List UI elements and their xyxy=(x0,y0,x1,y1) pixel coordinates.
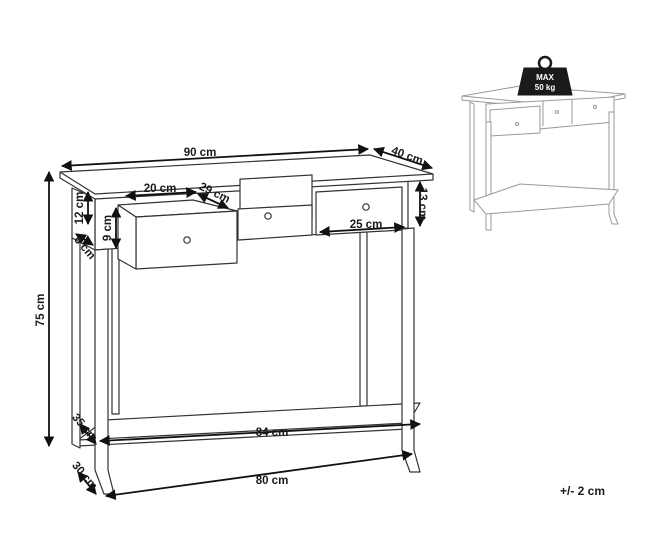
label-width: 90 cm xyxy=(184,147,217,159)
drawer-knob-right xyxy=(362,203,370,211)
badge-max: MAX xyxy=(536,73,554,82)
label-drawer-height: 9 cm xyxy=(102,215,114,241)
dimension-lines xyxy=(43,144,434,501)
thumb-side-leg xyxy=(469,101,475,213)
thumb-right-leg xyxy=(608,111,619,225)
tolerance-note: +/- 2 cm xyxy=(560,484,606,498)
thumb-shelf xyxy=(473,183,619,215)
label-side-drawer-height: 13 cm xyxy=(416,188,428,221)
dim-line-shelf-depth xyxy=(79,423,97,445)
label-drawer-width: 20 cm xyxy=(144,183,177,195)
front-left-leg xyxy=(94,248,115,495)
dim-line-depth xyxy=(372,146,434,171)
front-right-leg xyxy=(401,227,421,473)
weight-icon xyxy=(517,67,573,96)
thumb-open-drawer xyxy=(489,105,541,137)
main-table-drawing xyxy=(59,154,434,495)
label-inner-length: 84 cm xyxy=(256,427,289,439)
load-thumbnail xyxy=(461,85,626,231)
dim-line-drawer-depth xyxy=(197,193,229,209)
label-base-length: 80 cm xyxy=(256,475,289,487)
label-apron-height: 12 cm xyxy=(74,192,86,225)
dim-line-inner-length xyxy=(98,419,422,446)
drawer-knob-middle xyxy=(264,212,272,220)
dim-line-base-length xyxy=(104,449,414,501)
badge-weight: 50 kg xyxy=(535,83,556,92)
dim-line-side-drawer-width xyxy=(318,222,406,237)
open-drawer-side xyxy=(117,204,137,270)
max-load-badge: MAX 50 kg xyxy=(517,55,573,96)
dim-line-drawer-width xyxy=(124,187,198,201)
back-right-leg xyxy=(359,215,368,407)
label-side-drawer-width: 25 cm xyxy=(350,219,383,231)
drawer-knob-left xyxy=(183,236,191,244)
label-height: 75 cm xyxy=(35,294,47,327)
weight-handle xyxy=(537,55,553,71)
middle-drawer-front xyxy=(237,204,313,241)
dim-line-base-depth xyxy=(77,471,97,495)
dim-line-leg-offset xyxy=(75,233,94,246)
dim-line-width xyxy=(60,144,370,171)
